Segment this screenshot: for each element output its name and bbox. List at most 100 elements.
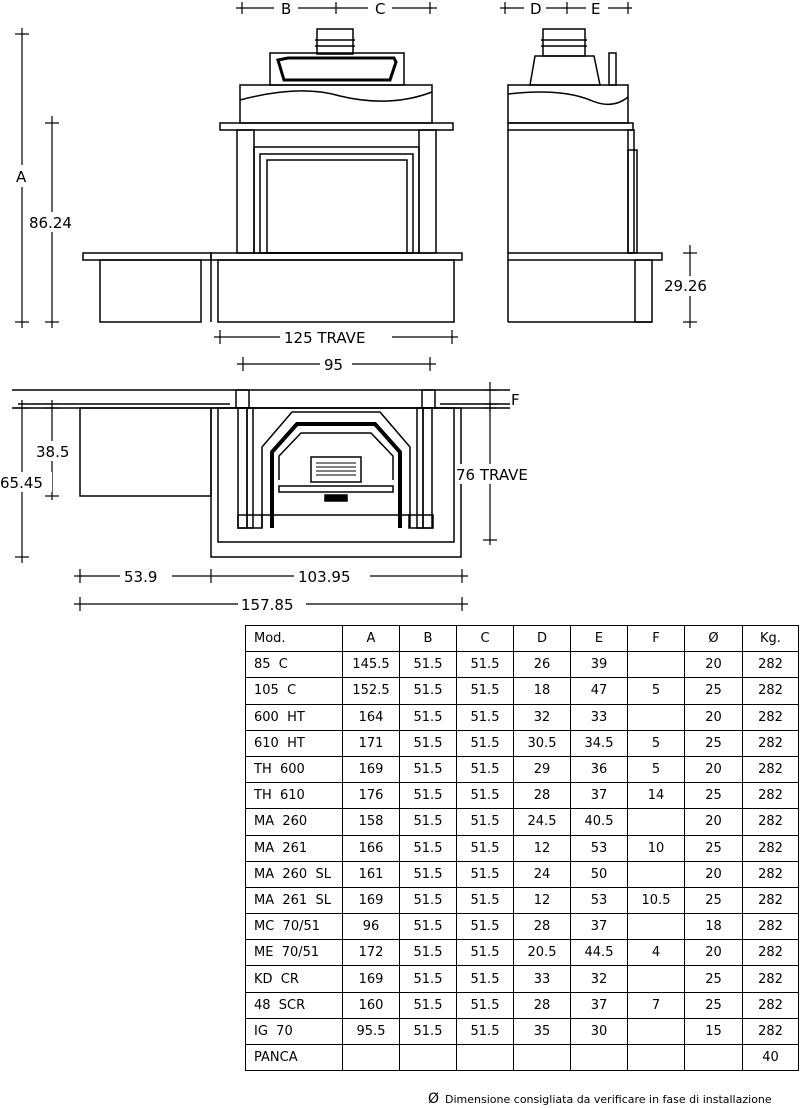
- dimension-labels: B C D E A 86.24 29.26 125 TRAVE 95 F 38.…: [0, 0, 707, 614]
- label-a: A: [16, 168, 27, 186]
- table-cell: 51.5: [456, 677, 514, 705]
- table-cell: 37: [570, 782, 628, 810]
- table-cell: 51.5: [399, 651, 457, 679]
- table-cell: 20: [684, 939, 743, 967]
- table-cell: 33: [570, 703, 628, 731]
- table-cell: 282: [742, 755, 799, 784]
- table-cell: 176: [342, 782, 400, 810]
- table-cell: [627, 913, 685, 941]
- table-cell: 50: [570, 860, 628, 888]
- label-right-103: 103.95: [298, 568, 351, 586]
- table-cell: 282: [742, 782, 799, 810]
- table-cell: 20.5: [513, 939, 571, 967]
- table-cell: 37: [570, 913, 628, 941]
- plan-view: [12, 389, 510, 558]
- table-cell: 105 C: [245, 677, 343, 705]
- table-cell: 51.5: [399, 991, 457, 1019]
- table-cell: 51.5: [399, 913, 457, 941]
- table-cell: [570, 1043, 628, 1072]
- table-cell: 51.5: [456, 1017, 514, 1046]
- table-cell: 20: [684, 860, 743, 888]
- side-view: [507, 28, 663, 323]
- table-header-cell: C: [456, 624, 514, 653]
- table-cell: 24: [513, 860, 571, 888]
- table-cell: 169: [342, 755, 400, 784]
- table-cell: 51.5: [456, 729, 514, 757]
- table-cell: 282: [742, 1017, 799, 1046]
- table-cell: 20: [684, 703, 743, 731]
- diameter-icon: Ø: [428, 1091, 440, 1107]
- table-cell: 51.5: [399, 677, 457, 705]
- table-cell: 5: [627, 729, 685, 757]
- table-cell: 600 HT: [245, 703, 343, 731]
- table-cell: 33: [513, 965, 571, 993]
- table-cell: MA 261 SL: [245, 886, 343, 915]
- table-cell: 18: [684, 913, 743, 941]
- label-trave-side: 76 TRAVE: [456, 466, 528, 484]
- table-cell: 51.5: [399, 755, 457, 784]
- table-cell: 25: [684, 782, 743, 810]
- table-cell: 51.5: [456, 886, 514, 915]
- table-cell: 28: [513, 782, 571, 810]
- table-cell: 282: [742, 913, 799, 941]
- label-c: C: [375, 0, 385, 18]
- table-cell: [627, 965, 685, 993]
- table-cell: MA 261: [245, 834, 343, 862]
- table-cell: 28: [513, 913, 571, 941]
- label-total-157: 157.85: [241, 596, 294, 614]
- table-cell: 161: [342, 860, 400, 888]
- table-cell: 10.5: [627, 886, 685, 915]
- table-cell: 282: [742, 834, 799, 862]
- table-cell: 10: [627, 834, 685, 862]
- label-f: F: [511, 391, 520, 409]
- table-cell: [627, 1043, 685, 1072]
- table-cell: 48 SCR: [245, 991, 343, 1019]
- table-cell: 51.5: [456, 860, 514, 888]
- table-cell: IG 70: [245, 1017, 343, 1046]
- table-cell: 20: [684, 808, 743, 836]
- table-cell: 282: [742, 991, 799, 1019]
- table-cell: 152.5: [342, 677, 400, 705]
- table-cell: 169: [342, 965, 400, 993]
- table-cell: 25: [684, 886, 743, 915]
- table-cell: 40: [742, 1043, 799, 1072]
- table-cell: 25: [684, 834, 743, 862]
- table-cell: [627, 808, 685, 836]
- table-cell: 51.5: [456, 808, 514, 836]
- table-cell: 5: [627, 677, 685, 705]
- table-cell: 7: [627, 991, 685, 1019]
- table-cell: 51.5: [456, 991, 514, 1019]
- table-cell: 51.5: [456, 703, 514, 731]
- front-view: [82, 28, 463, 323]
- table-cell: [627, 651, 685, 679]
- table-cell: 51.5: [399, 860, 457, 888]
- table-cell: [399, 1043, 457, 1072]
- table-cell: 51.5: [456, 913, 514, 941]
- table-cell: [627, 1017, 685, 1046]
- table-header-cell: D: [513, 624, 571, 653]
- table-cell: TH 600: [245, 755, 343, 784]
- table-cell: MA 260 SL: [245, 860, 343, 888]
- table-header-cell: E: [570, 624, 628, 653]
- table-cell: 37: [570, 991, 628, 1019]
- table-cell: 282: [742, 651, 799, 679]
- table-cell: 5: [627, 755, 685, 784]
- table-cell: 51.5: [399, 729, 457, 757]
- dimension-lines: [15, 2, 697, 611]
- table-cell: 36: [570, 755, 628, 784]
- table-cell: [627, 860, 685, 888]
- label-trave-front: 125 TRAVE: [284, 329, 365, 347]
- table-cell: 30.5: [513, 729, 571, 757]
- table-cell: 282: [742, 939, 799, 967]
- table-cell: 26: [513, 651, 571, 679]
- table-header-cell: Mod.: [245, 624, 343, 653]
- table-cell: 85 C: [245, 651, 343, 679]
